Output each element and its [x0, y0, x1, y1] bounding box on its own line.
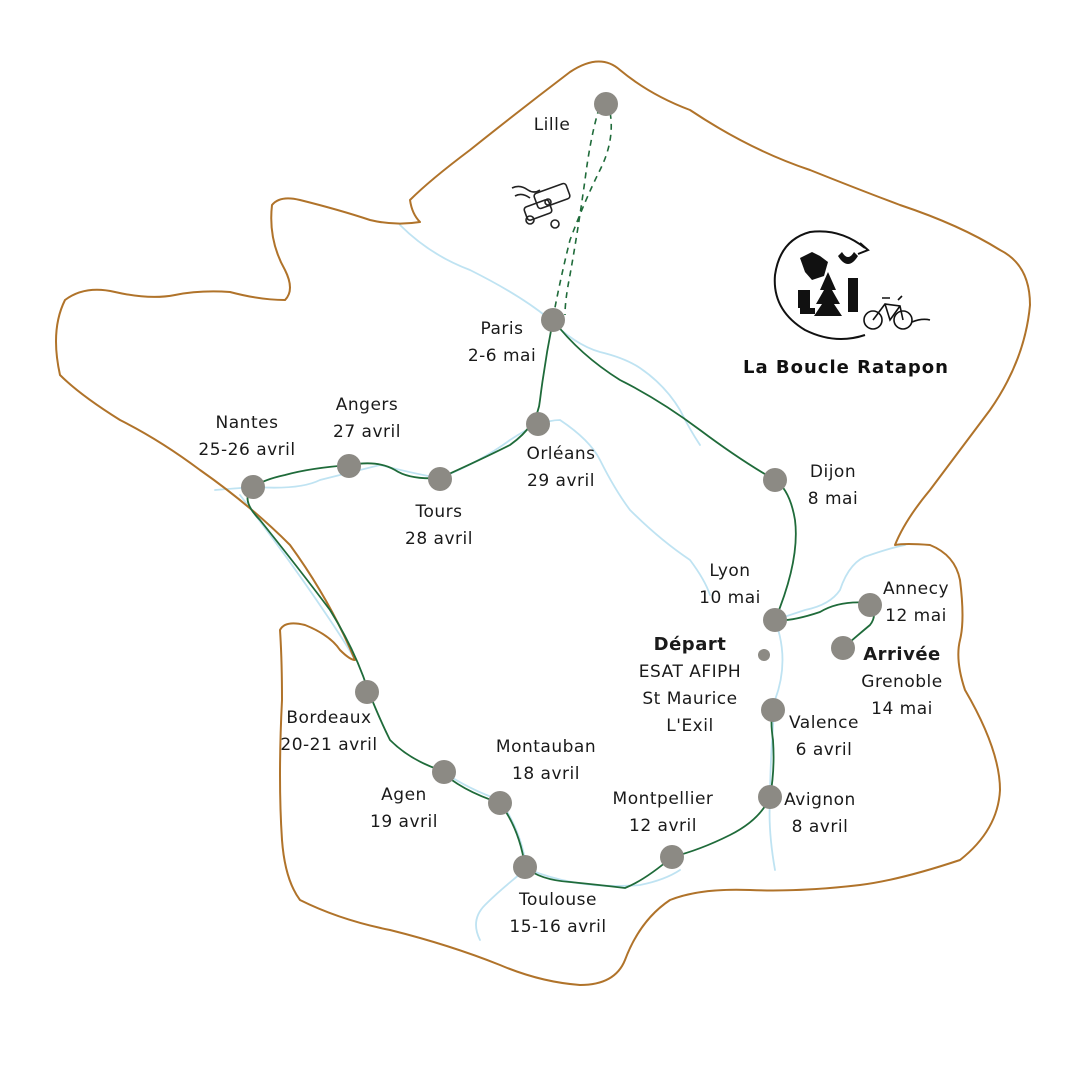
city-label-valence-line-1: 6 avril	[796, 740, 853, 760]
city-nantes: Nantes 25-26 avril	[198, 413, 295, 499]
city-label-dijon-line-0: Dijon	[810, 462, 856, 482]
river-rhone	[768, 544, 906, 871]
rivers	[214, 224, 906, 941]
city-label-agen-line-1: 19 avril	[370, 812, 438, 832]
city-dot-montauban	[488, 791, 512, 815]
city-dot-avignon	[758, 785, 782, 809]
city-montpellier: Montpellier 12 avril	[613, 789, 714, 869]
river-garonne-south	[475, 869, 681, 941]
city-montauban: Montauban 18 avril	[488, 737, 596, 815]
city-label-nantes-line-0: Nantes	[216, 413, 279, 433]
city-label-tours-line-0: Tours	[414, 502, 462, 522]
city-label-lyon-line-0: Lyon	[709, 561, 750, 581]
city-label-montauban-line-0: Montauban	[496, 737, 596, 757]
city-label-montpellier-line-0: Montpellier	[613, 789, 714, 809]
city-label-depart-line-0: Départ	[654, 634, 727, 655]
city-label-depart-line-2: St Maurice	[642, 689, 737, 709]
city-valence: Valence 6 avril	[761, 698, 859, 760]
city-dot-tours	[428, 467, 452, 491]
city-label-bordeaux-line-0: Bordeaux	[286, 708, 371, 728]
city-label-agen-line-0: Agen	[381, 785, 427, 805]
city-dot-montpellier	[660, 845, 684, 869]
city-dot-paris	[541, 308, 565, 332]
city-agen: Agen 19 avril	[370, 760, 456, 832]
city-label-paris-line-1: 2-6 mai	[468, 346, 536, 366]
city-dot-depart	[758, 649, 770, 661]
brand-title: La Boucle Ratapon	[743, 357, 949, 378]
city-dot-nantes	[241, 475, 265, 499]
city-bordeaux: Bordeaux 20-21 avril	[280, 680, 379, 755]
train-icon	[511, 182, 571, 229]
city-avignon: Avignon 8 avril	[758, 785, 856, 837]
city-annecy: Annecy 12 mai	[858, 579, 949, 626]
river-garonne	[239, 494, 356, 661]
city-dot-lille	[594, 92, 618, 116]
city-dot-lyon	[763, 608, 787, 632]
city-dot-angers	[337, 454, 361, 478]
city-lyon: Lyon 10 mai	[699, 561, 787, 632]
logo-hands-tree-icon	[773, 230, 870, 340]
city-paris: Paris 2-6 mai	[468, 308, 565, 366]
city-label-orleans-line-1: 29 avril	[527, 471, 595, 491]
river-seine	[399, 224, 701, 446]
city-label-orleans-line-0: Orléans	[526, 444, 595, 464]
city-label-annecy-line-0: Annecy	[883, 579, 949, 599]
city-label-avignon-line-0: Avignon	[784, 790, 856, 810]
city-dot-orleans	[526, 412, 550, 436]
city-dot-annecy	[858, 593, 882, 617]
city-label-angers-line-1: 27 avril	[333, 422, 401, 442]
city-label-avignon-line-1: 8 avril	[792, 817, 849, 837]
city-label-toulouse-line-0: Toulouse	[518, 890, 597, 910]
city-label-grenoble-line-1: Grenoble	[861, 672, 942, 692]
city-dot-valence	[761, 698, 785, 722]
route-line	[246, 319, 797, 889]
city-label-bordeaux-line-1: 20-21 avril	[280, 735, 377, 755]
city-label-montauban-line-1: 18 avril	[512, 764, 580, 784]
city-dot-dijon	[763, 468, 787, 492]
city-dot-agen	[432, 760, 456, 784]
city-label-paris-line-0: Paris	[481, 319, 524, 339]
city-lille: Lille	[534, 92, 618, 135]
city-label-annecy-line-1: 12 mai	[885, 606, 947, 626]
city-label-toulouse-line-1: 15-16 avril	[509, 917, 606, 937]
city-angers: Angers 27 avril	[333, 395, 401, 478]
city-label-valence-line-0: Valence	[789, 713, 859, 733]
city-orleans: Orléans 29 avril	[526, 412, 595, 491]
train-route-dashed	[552, 104, 613, 319]
city-label-lille-line-0: Lille	[534, 115, 571, 135]
city-label-lyon-line-1: 10 mai	[699, 588, 761, 608]
city-label-montpellier-line-1: 12 avril	[629, 816, 697, 836]
city-dot-bordeaux	[355, 680, 379, 704]
city-label-tours-line-1: 28 avril	[405, 529, 473, 549]
city-label-grenoble-line-2: 14 mai	[871, 699, 933, 719]
city-dot-grenoble	[831, 636, 855, 660]
city-dijon: Dijon 8 mai	[763, 462, 858, 509]
city-label-depart-line-3: L'Exil	[666, 716, 713, 736]
city-tours: Tours 28 avril	[405, 467, 473, 549]
france-border	[55, 60, 1031, 986]
city-toulouse: Toulouse 15-16 avril	[509, 855, 606, 937]
city-label-angers-line-0: Angers	[336, 395, 399, 415]
city-label-grenoble-line-0: Arrivée	[863, 644, 941, 665]
city-label-dijon-line-1: 8 mai	[808, 489, 858, 509]
bicycle-icon	[863, 295, 931, 330]
city-label-nantes-line-1: 25-26 avril	[198, 440, 295, 460]
river-loire	[214, 419, 711, 596]
city-dot-toulouse	[513, 855, 537, 879]
city-label-depart-line-1: ESAT AFIPH	[639, 662, 741, 682]
